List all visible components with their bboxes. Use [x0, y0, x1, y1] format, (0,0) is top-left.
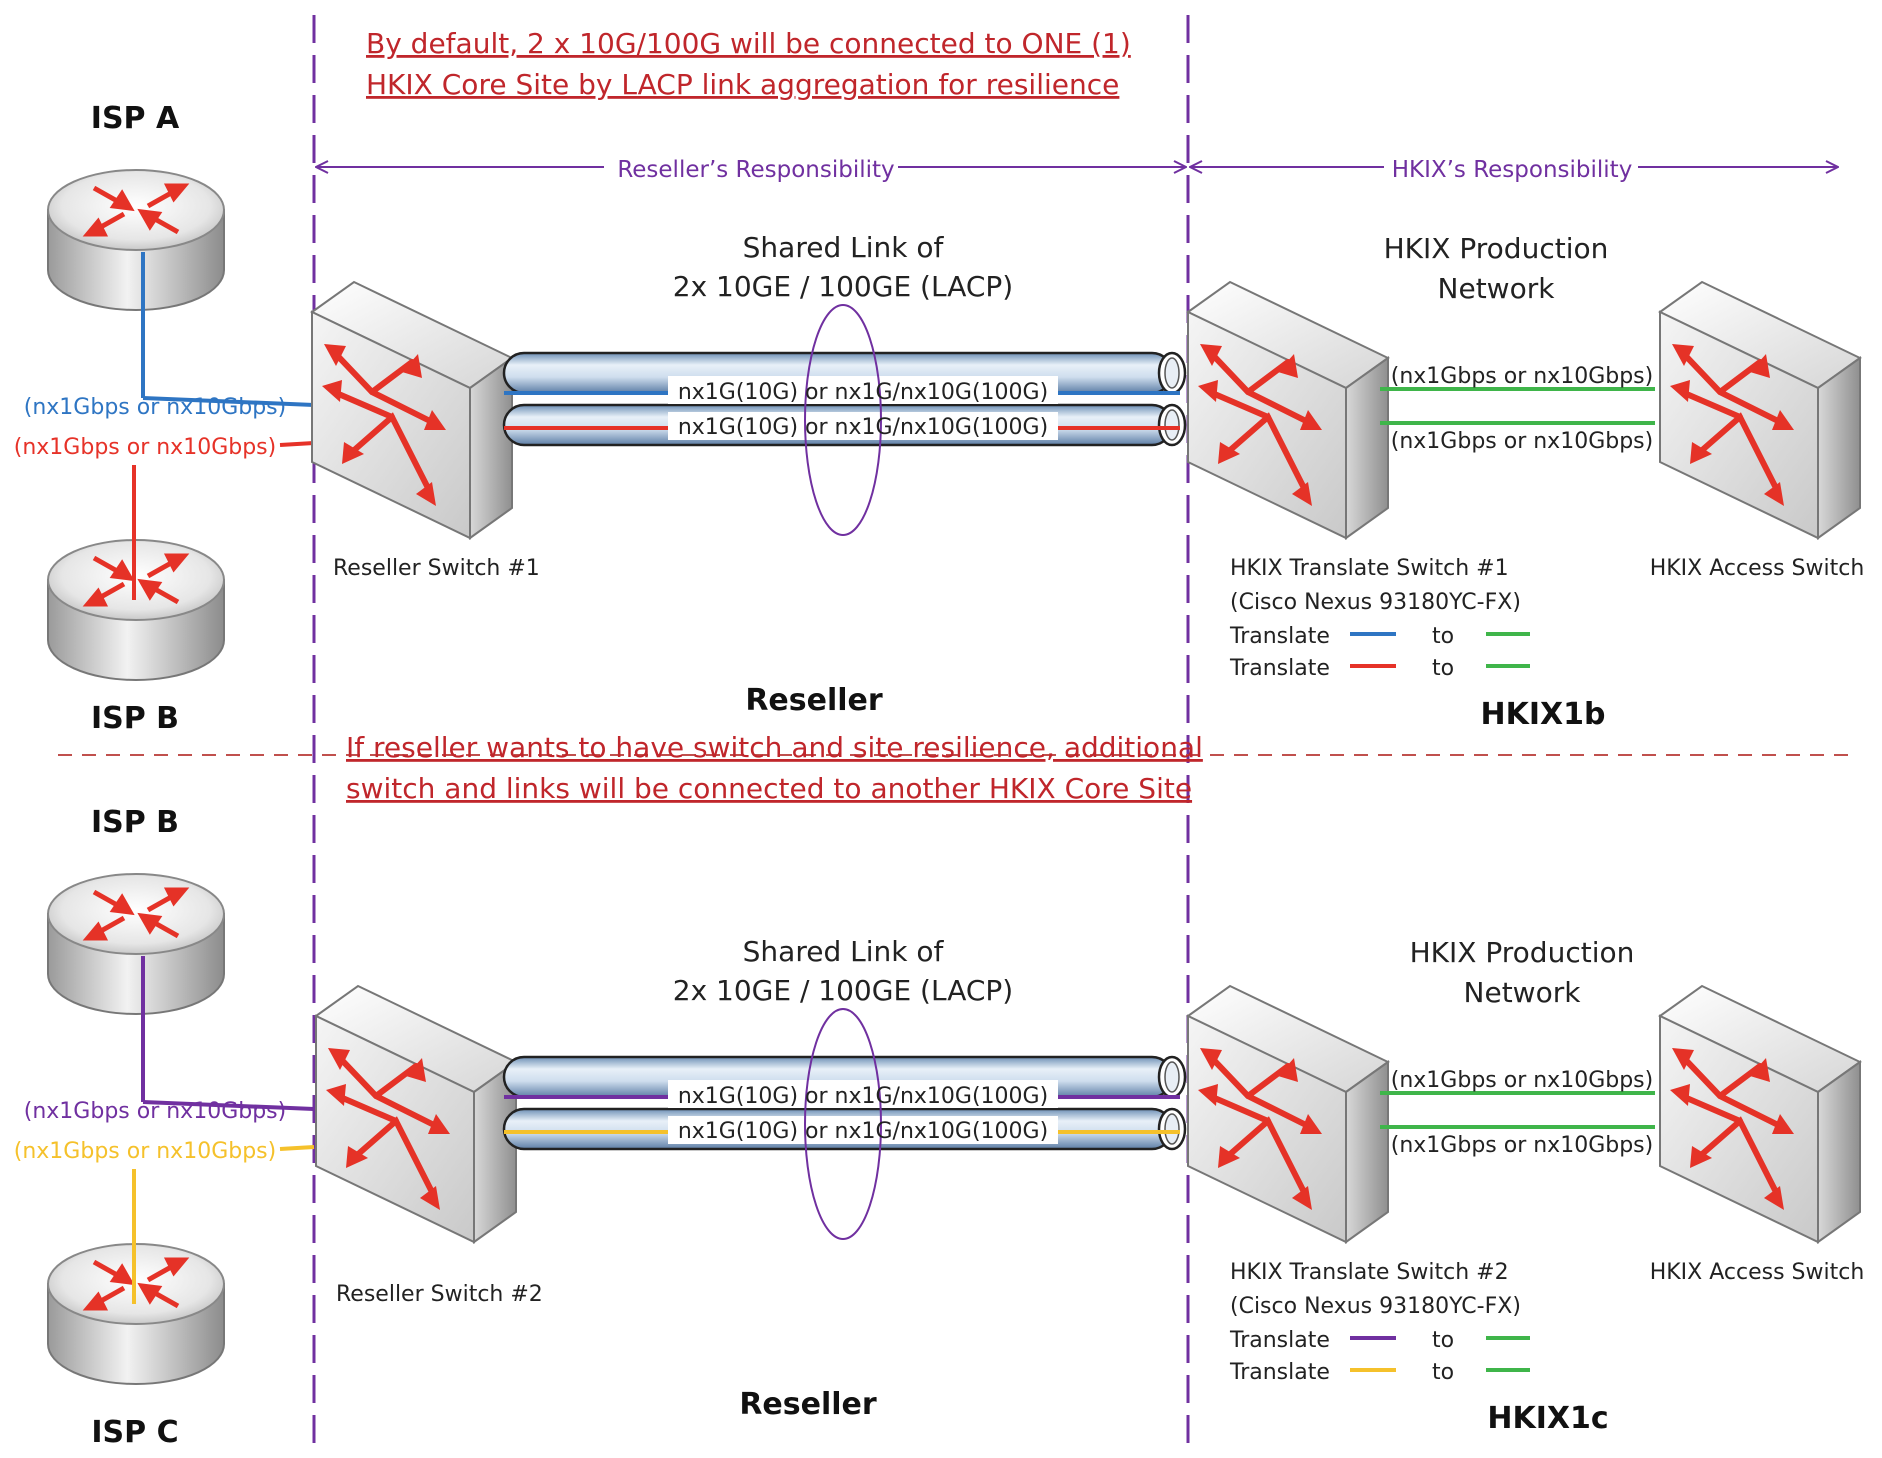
switch-icon-translate — [1188, 282, 1388, 538]
legend-translate-1: Translate — [1229, 624, 1330, 649]
switch-icon-access — [1660, 282, 1860, 538]
router-icon-top — [48, 170, 224, 310]
router-link-top-h — [142, 1100, 315, 1111]
switch-icon-access — [1660, 986, 1860, 1242]
legend-translate-1: Translate — [1229, 1328, 1330, 1353]
link-tube-1-inner — [1164, 357, 1180, 389]
link-label-bg-1 — [668, 1080, 1058, 1108]
port-speed-1: (nx1Gbps or nx10Gbps) — [24, 395, 286, 420]
link-label-1: nx1G(10G) or nx1G/nx10G(100G) — [678, 380, 1048, 405]
link-label-1: nx1G(10G) or nx1G/nx10G(100G) — [678, 1084, 1048, 1109]
switch-icon-reseller — [316, 986, 516, 1242]
access-switch-label: HKIX Access Switch — [1650, 1260, 1865, 1285]
link-label-2: nx1G(10G) or nx1G/nx10G(100G) — [678, 415, 1048, 440]
access-switch-label: HKIX Access Switch — [1650, 556, 1865, 581]
production-subtitle: Network — [1464, 976, 1582, 1009]
switch-icon-translate — [1188, 986, 1388, 1242]
reseller-responsibility-label: Reseller’s Responsibility — [617, 157, 894, 183]
reseller-switch-label: Reseller Switch #2 — [336, 1282, 543, 1307]
link-label-bg-2 — [668, 1116, 1058, 1144]
legend-translate-2: Translate — [1229, 656, 1330, 681]
lacp-ellipse — [804, 1008, 882, 1240]
router-icon-top — [48, 874, 224, 1014]
static-artwork — [48, 15, 1860, 1445]
legend-to-2: to — [1432, 1360, 1454, 1385]
link-label-bg-1 — [668, 376, 1058, 404]
link-tube-1-inner — [1164, 1061, 1180, 1093]
link-label-2: nx1G(10G) or nx1G/nx10G(100G) — [678, 1119, 1048, 1144]
router-link-bottom-h — [279, 441, 315, 447]
legend-to-1: to — [1432, 1328, 1454, 1353]
translate-switch-model: (Cisco Nexus 93180YC-FX) — [1230, 1294, 1521, 1319]
link-label-bg-2 — [668, 412, 1058, 440]
production-title: HKIX Production — [1384, 232, 1609, 265]
site-label: HKIX1c — [1487, 1401, 1608, 1436]
diagram-labels: By default, 2 x 10G/100G will be connect… — [14, 27, 1865, 1450]
translate-switch-label: HKIX Translate Switch #1 — [1230, 556, 1509, 581]
port-speed-2: (nx1Gbps or nx10Gbps) — [14, 435, 276, 460]
note-line-1: If reseller wants to have switch and sit… — [346, 731, 1203, 764]
note-line-1: By default, 2 x 10G/100G will be connect… — [366, 27, 1131, 60]
hkix-responsibility-label: HKIX’s Responsibility — [1392, 157, 1633, 183]
router-link-top-h — [142, 396, 315, 407]
reseller-label: Reseller — [739, 1387, 877, 1422]
legend-to-1: to — [1432, 624, 1454, 649]
note-line-2: HKIX Core Site by LACP link aggregation … — [366, 68, 1119, 101]
shared-link-subtitle: 2x 10GE / 100GE (LACP) — [673, 270, 1013, 303]
site-label: HKIX1b — [1481, 697, 1606, 732]
reseller-label: Reseller — [745, 683, 883, 718]
lacp-ellipse — [804, 304, 882, 536]
translate-switch-model: (Cisco Nexus 93180YC-FX) — [1230, 590, 1521, 615]
link-tube-2-inner — [1164, 1113, 1180, 1145]
port-speed-1: (nx1Gbps or nx10Gbps) — [24, 1099, 286, 1124]
hkix-link-label-1: (nx1Gbps or nx10Gbps) — [1391, 1068, 1653, 1093]
isp-top-label: ISP B — [91, 805, 179, 840]
reseller-switch-label: Reseller Switch #1 — [333, 556, 540, 581]
production-title: HKIX Production — [1410, 936, 1635, 969]
router-link-bottom-h — [279, 1145, 315, 1151]
hkix-link-label-2: (nx1Gbps or nx10Gbps) — [1391, 1133, 1653, 1158]
link-tube-2-inner — [1164, 409, 1180, 441]
legend-translate-2: Translate — [1229, 1360, 1330, 1385]
isp-bottom-label: ISP B — [91, 701, 179, 736]
translate-switch-label: HKIX Translate Switch #2 — [1230, 1260, 1509, 1285]
shared-link-title: Shared Link of — [743, 935, 945, 968]
isp-top-label: ISP A — [91, 101, 180, 136]
shared-link-subtitle: 2x 10GE / 100GE (LACP) — [673, 974, 1013, 1007]
hkix-link-label-1: (nx1Gbps or nx10Gbps) — [1391, 364, 1653, 389]
note-line-2: switch and links will be connected to an… — [346, 772, 1192, 805]
switch-icon-reseller — [312, 282, 512, 538]
isp-bottom-label: ISP C — [91, 1415, 178, 1450]
hkix-link-label-2: (nx1Gbps or nx10Gbps) — [1391, 429, 1653, 454]
legend-to-2: to — [1432, 656, 1454, 681]
shared-link-title: Shared Link of — [743, 231, 945, 264]
port-speed-2: (nx1Gbps or nx10Gbps) — [14, 1139, 276, 1164]
production-subtitle: Network — [1438, 272, 1556, 305]
